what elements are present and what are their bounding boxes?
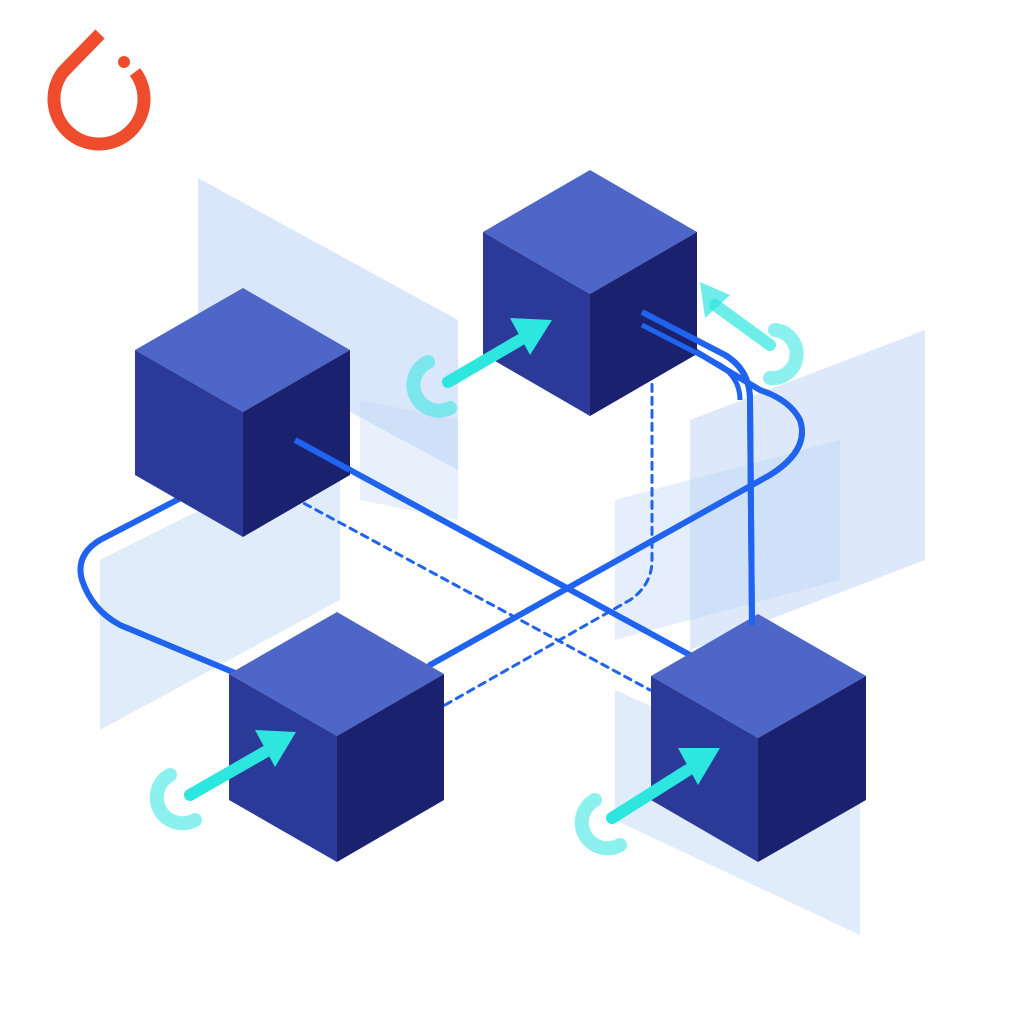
cyan-arrows	[149, 282, 804, 856]
arrow-top-icon	[406, 318, 552, 418]
connector-dashed-2	[443, 328, 654, 707]
plane-right-mid	[615, 440, 840, 640]
arrow-bottom-left-icon	[149, 730, 296, 831]
connector-vertical-front-2	[640, 322, 743, 401]
arrow-top-right-icon	[700, 282, 804, 386]
cube-top	[483, 170, 697, 416]
connector-cross-front	[293, 437, 352, 473]
cube-bottom-right	[651, 614, 866, 862]
connector-dashed-1	[268, 483, 652, 692]
connector-cross-2	[427, 327, 805, 668]
pytorch-flame-logo	[47, 29, 151, 151]
cube-bottom-left	[229, 612, 444, 862]
arrow-bottom-right-icon	[574, 748, 720, 856]
connector-cross-1	[292, 437, 693, 658]
connector-left-loop	[77, 485, 243, 678]
connector-vertical-front	[640, 309, 755, 626]
plane-left	[198, 178, 458, 470]
